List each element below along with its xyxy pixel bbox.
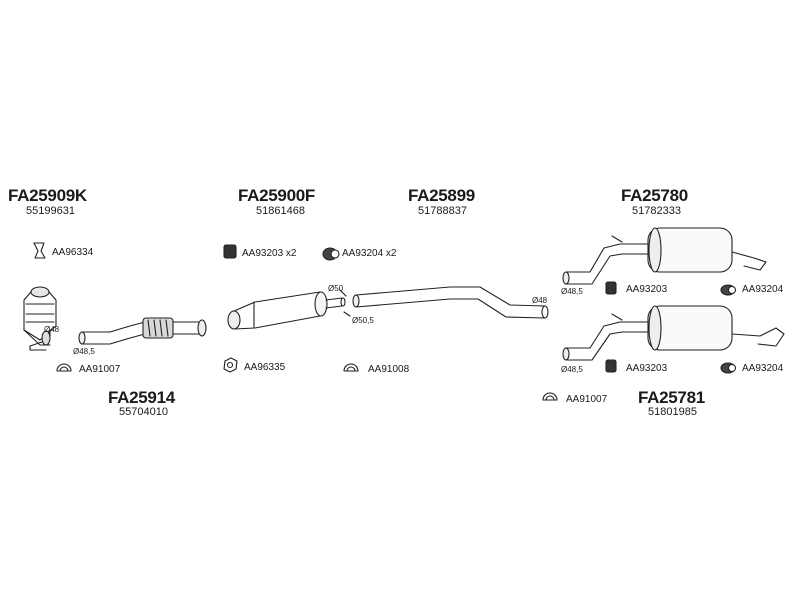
part-label-aa91008: AA91008 — [368, 364, 410, 375]
gasket-icon — [223, 357, 238, 373]
part-code-fa25900f: FA25900F — [238, 186, 315, 205]
part-label-aa93203-x2: AA93203 x2 — [242, 248, 297, 259]
part-number: 51788837 — [418, 205, 467, 217]
part-label-aa91007: AA91007 — [79, 364, 121, 375]
clamp-icon — [542, 392, 558, 401]
diameter-label: Ø48,5 — [561, 287, 583, 296]
bolt-icon — [605, 359, 617, 373]
diameter-label: Ø50,5 — [352, 316, 374, 325]
part-number: 51801985 — [648, 406, 697, 418]
part-label-aa91007: AA91007 — [566, 394, 608, 405]
part-label-aa96334: AA96334 — [52, 247, 94, 258]
bolt-icon — [605, 281, 617, 295]
clamp-icon — [56, 363, 72, 372]
rubber-mount-icon — [720, 362, 737, 374]
part-code-fa25780: FA25780 — [621, 186, 688, 205]
part-label-aa93204: AA93204 — [742, 363, 784, 374]
bracket-icon — [33, 242, 46, 259]
part-label-aa93203: AA93203 — [626, 284, 668, 295]
diameter-label: Ø48 — [44, 325, 60, 334]
part-number: 51782333 — [632, 205, 681, 217]
part-label-aa93203: AA93203 — [626, 363, 668, 374]
catalytic-converter — [23, 286, 57, 351]
rear-silencer — [562, 227, 767, 285]
diameter-label: Ø48,5 — [73, 347, 95, 356]
rubber-mount-icon — [322, 247, 340, 261]
diameter-label: Ø48 — [532, 296, 548, 305]
part-code-fa25914: FA25914 — [108, 388, 175, 407]
particulate-filter — [227, 291, 346, 330]
front-pipe — [78, 317, 207, 345]
part-number: 55199631 — [26, 205, 75, 217]
part-number: 55704010 — [119, 406, 168, 418]
diameter-label: Ø48,5 — [561, 365, 583, 374]
center-pipe — [352, 286, 549, 319]
rear-silencer — [562, 305, 785, 361]
part-number: 51861468 — [256, 205, 305, 217]
rubber-mount-icon — [720, 284, 737, 296]
diameter-label: Ø50 — [328, 284, 344, 293]
part-code-fa25781: FA25781 — [638, 388, 705, 407]
part-label-aa93204-x2: AA93204 x2 — [342, 248, 397, 259]
clamp-icon — [343, 363, 359, 372]
bolt-icon — [223, 244, 237, 259]
part-code-fa25909k: FA25909K — [8, 186, 87, 205]
part-label-aa93204: AA93204 — [742, 284, 784, 295]
part-code-fa25899: FA25899 — [408, 186, 475, 205]
part-label-aa96335: AA96335 — [244, 362, 286, 373]
